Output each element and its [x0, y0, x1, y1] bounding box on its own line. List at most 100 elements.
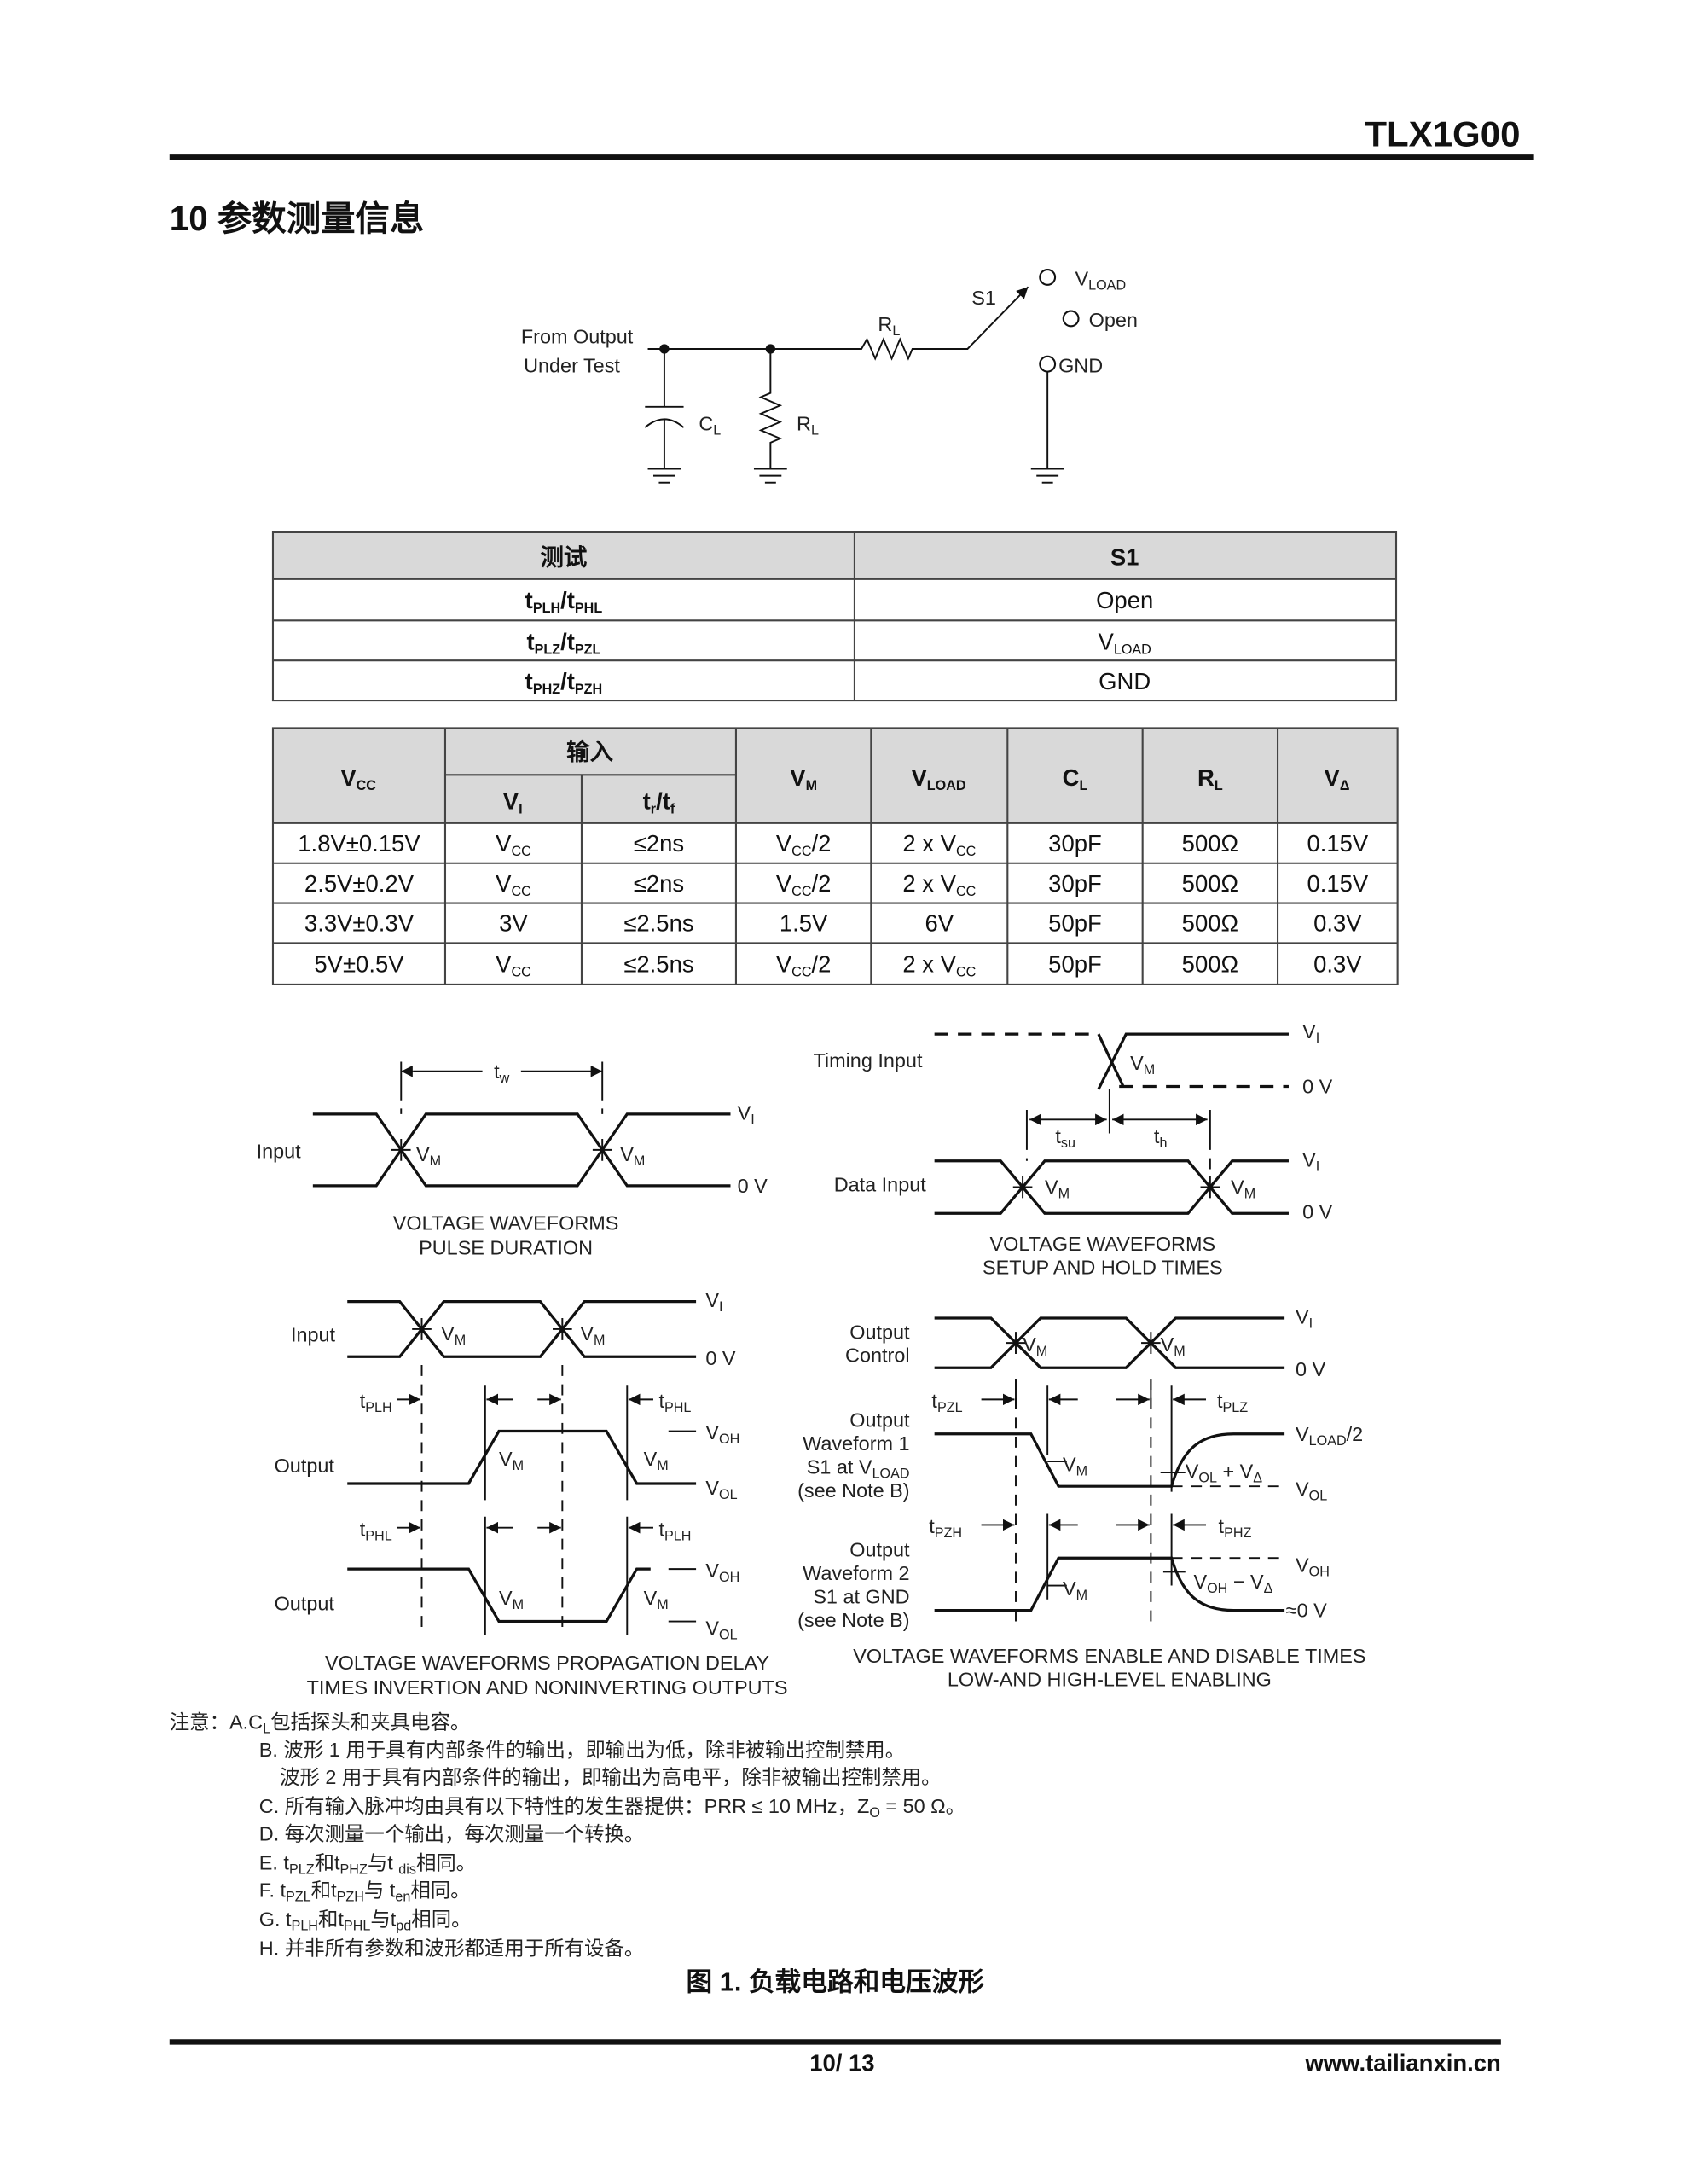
vi-label: VI	[738, 1101, 755, 1127]
text-segment: CC	[511, 844, 531, 859]
text-segment: S1 at GND	[813, 1586, 909, 1608]
ground-symbols	[647, 468, 1064, 484]
text-segment: I	[519, 802, 523, 817]
text-segment: t	[1154, 1125, 1160, 1147]
text-segment: CC	[956, 964, 977, 979]
header-vi: VI	[503, 788, 523, 817]
text-segment: PLH	[664, 1528, 691, 1543]
text-segment: V	[499, 1587, 513, 1609]
text-segment: V	[738, 1101, 751, 1124]
cell-s1: Open	[1096, 587, 1153, 613]
text-segment: L	[811, 422, 819, 438]
vm-label: VM	[1045, 1176, 1070, 1202]
tsu-label: tsu	[1055, 1125, 1075, 1151]
zero-label: 0 V	[738, 1175, 768, 1197]
text-segment: PHL	[575, 601, 602, 616]
text-segment: I	[719, 1299, 722, 1315]
website-link[interactable]: www.tailianxin.cn	[1304, 2049, 1500, 2076]
text-segment: Input	[291, 1323, 336, 1345]
timing-input-label: Timing Input	[813, 1049, 923, 1072]
text-segment: 与t	[368, 1851, 398, 1873]
text-segment: TIMES INVERTION AND NONINVERTING OUTPUTS	[307, 1676, 788, 1699]
text-segment: t	[931, 1390, 937, 1412]
text-segment: PLZ	[289, 1862, 315, 1877]
text-segment: M	[1244, 1186, 1255, 1201]
text-segment: 500Ω	[1182, 950, 1238, 977]
text-segment: 和t	[315, 1851, 340, 1873]
text-segment: V	[776, 830, 792, 857]
text-segment: Waveform 1	[803, 1432, 909, 1455]
text-segment: ≤2.5ns	[623, 950, 693, 977]
text-segment: /2	[812, 870, 832, 897]
cell-s1: GND	[1099, 668, 1151, 694]
vm-label: VM	[644, 1448, 669, 1473]
text-segment: t	[360, 1518, 366, 1540]
text-segment: V	[1075, 268, 1088, 290]
table-cell: VCC/2	[776, 830, 832, 859]
text-segment: 3V	[499, 910, 528, 937]
cell-test: tPLZ/tPZL	[526, 628, 600, 657]
text-segment: 1.5V	[780, 910, 828, 937]
text-segment: M	[1076, 1588, 1087, 1603]
cell-s1: VLOAD	[1099, 628, 1151, 657]
text-segment: + V	[1217, 1460, 1254, 1482]
text-segment: PZH	[575, 682, 602, 697]
text-segment: t	[658, 1518, 664, 1540]
vi-label: VI	[705, 1289, 722, 1315]
vload-label: VLOAD	[1075, 268, 1126, 293]
waveform2-label: Waveform 2	[803, 1562, 909, 1584]
text-segment: M	[430, 1153, 441, 1169]
vm-label: VM	[644, 1587, 669, 1612]
open-label: Open	[1089, 309, 1138, 331]
zero-label: 0 V	[1302, 1201, 1333, 1223]
header-vdelta: VΔ	[1325, 764, 1350, 793]
text-segment: V	[1193, 1571, 1207, 1593]
text-segment: V	[1296, 1554, 1309, 1576]
from-output-label: From Output	[521, 326, 634, 348]
table-cell: 30pF	[1048, 830, 1102, 857]
text-segment: From Output	[521, 326, 634, 348]
text-segment: /2	[812, 950, 832, 977]
text-segment: I	[751, 1112, 755, 1127]
text-segment: /t	[656, 788, 670, 815]
text-segment: PHL	[344, 1919, 370, 1934]
text-segment: V	[1023, 1333, 1036, 1356]
control-label: Control	[845, 1345, 910, 1367]
text-segment: M	[634, 1153, 645, 1169]
text-segment: PHZ	[533, 682, 560, 697]
zero-label: 0 V	[705, 1347, 736, 1369]
text-segment: t	[494, 1060, 500, 1083]
text-segment: VOLTAGE WAVEFORMS PROPAGATION DELAY	[325, 1652, 769, 1674]
text-segment: 与 t	[364, 1879, 396, 1902]
header-vm: VM	[790, 764, 817, 793]
text-segment: D. 每次测量一个输出，每次测量一个转换。	[259, 1822, 645, 1844]
rl-label: RL	[878, 313, 900, 339]
text-segment: L	[713, 422, 721, 438]
text-segment: OL	[1309, 1488, 1328, 1503]
vm-marker	[1141, 1332, 1161, 1355]
text-segment: PLH	[533, 601, 560, 616]
text-segment: O	[869, 1805, 880, 1821]
vol-label: VOL	[1296, 1478, 1327, 1503]
text-segment: t	[525, 668, 533, 694]
text-segment: CC	[956, 884, 977, 899]
text-segment: 0.15V	[1307, 830, 1368, 857]
table-cell: VCC	[496, 950, 531, 979]
text-segment: R	[1197, 764, 1215, 791]
text-segment: PZL	[286, 1890, 311, 1905]
text-segment: C	[1063, 764, 1080, 791]
s1-label: S1	[971, 287, 996, 309]
text-segment: f	[670, 802, 675, 817]
vm-marker	[391, 1138, 411, 1161]
text-segment: /t	[560, 628, 575, 654]
text-segment: V	[705, 1477, 719, 1499]
text-segment: OL	[1198, 1470, 1217, 1485]
text-segment: = 50 Ω。	[880, 1795, 965, 1817]
text-segment: Input	[257, 1141, 302, 1163]
text-segment: 50pF	[1048, 910, 1102, 937]
data-input-label: Data Input	[834, 1173, 927, 1195]
vol-label: VOL	[705, 1618, 737, 1643]
output-label: Output	[849, 1539, 910, 1561]
text-segment: PLZ	[535, 642, 561, 657]
text-segment: V	[503, 788, 519, 815]
